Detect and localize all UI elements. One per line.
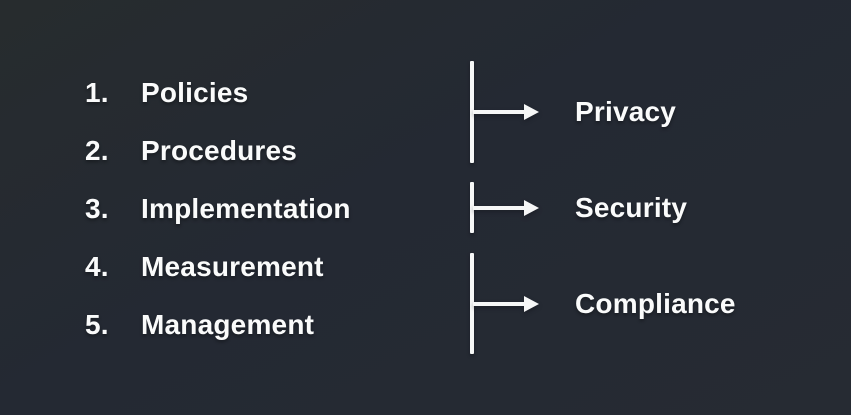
mapping-label-security: Security <box>575 191 688 223</box>
list-item-label: Management <box>141 309 315 340</box>
bracket-line <box>470 61 474 163</box>
list-item: 5. Management <box>85 296 351 354</box>
list-item-label: Measurement <box>141 251 324 282</box>
list-item: 1. Policies <box>85 64 351 122</box>
right-arrow-icon <box>473 199 539 216</box>
bracket-line <box>470 253 474 354</box>
list-item-number: 3. <box>85 193 109 224</box>
arrow-head <box>524 199 539 216</box>
list-item-number: 5. <box>85 309 109 340</box>
list-item-number: 1. <box>85 77 109 108</box>
list-item-label: Procedures <box>141 135 298 166</box>
arrow-head <box>524 104 539 120</box>
bracket-line <box>470 182 474 233</box>
list-item: 2. Procedures <box>85 122 351 180</box>
arrow-shaft <box>473 110 524 114</box>
arrow-shaft <box>473 205 524 210</box>
mapping-label-compliance: Compliance <box>575 287 736 319</box>
list-item-number: 4. <box>85 251 109 282</box>
right-arrow-icon <box>473 104 539 120</box>
list-item-label: Policies <box>141 77 249 108</box>
list-item: 4. Measurement <box>85 238 351 296</box>
list-item-number: 2. <box>85 135 109 166</box>
arrow-head <box>524 295 539 312</box>
mapping-label-privacy: Privacy <box>575 96 677 127</box>
arrow-shaft <box>473 301 524 306</box>
right-arrow-icon <box>473 295 539 312</box>
list-item: 3. Implementation <box>85 180 351 238</box>
process-list: 1. Policies 2. Procedures 3. Implementat… <box>85 64 351 354</box>
list-item-label: Implementation <box>141 193 351 224</box>
